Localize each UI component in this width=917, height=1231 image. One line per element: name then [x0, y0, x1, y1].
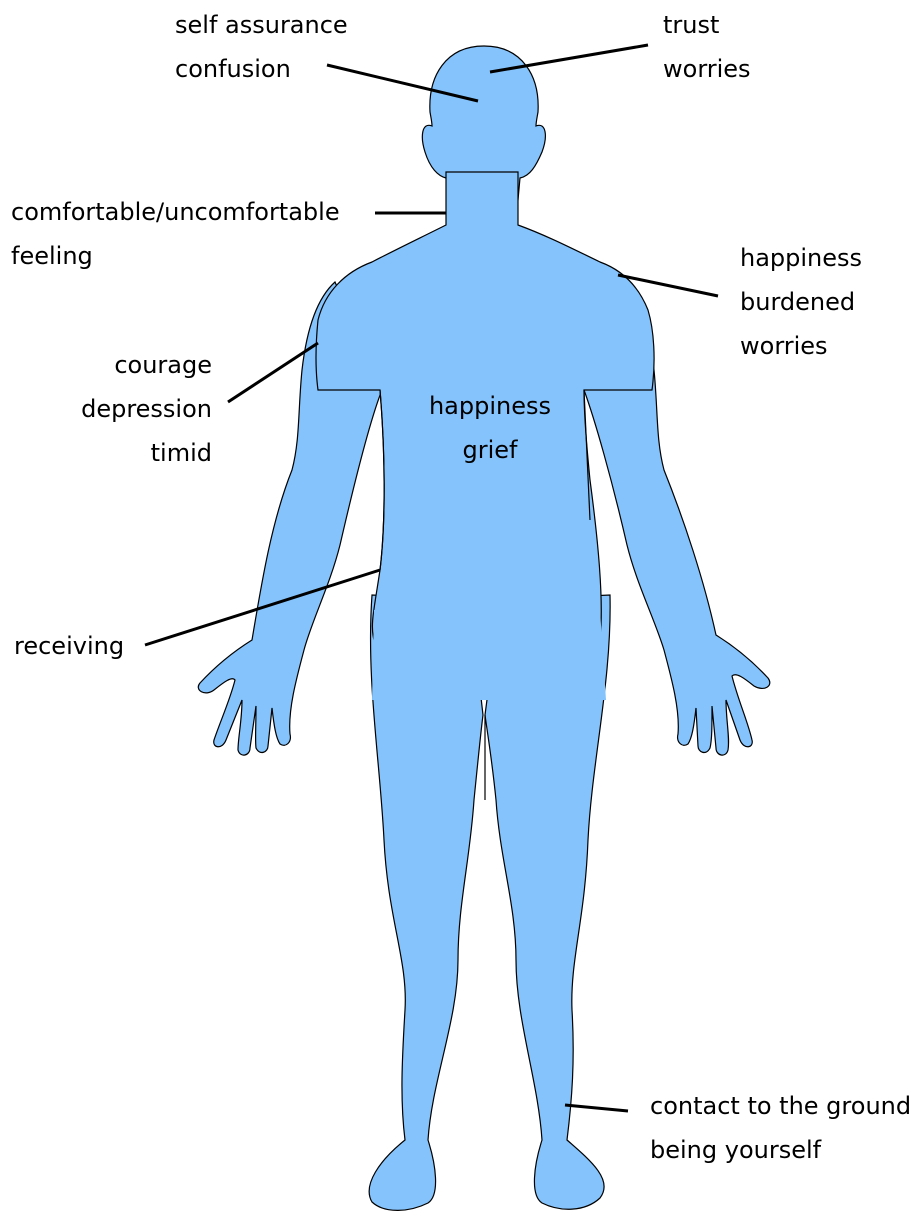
label-chest-line-2: grief	[405, 428, 575, 472]
label-head-left: self assurance confusion	[175, 3, 348, 91]
label-head-right-line-1: trust	[663, 3, 751, 47]
label-chest-line-1: happiness	[405, 384, 575, 428]
label-hand-line-1: receiving	[14, 624, 124, 668]
label-hand: receiving	[14, 624, 124, 668]
label-shoulder-line-1: happiness	[740, 236, 862, 280]
hips	[372, 610, 606, 700]
label-shoulder-line-3: worries	[740, 324, 862, 368]
label-upper-arm-line-1: courage	[62, 343, 212, 387]
label-neck: comfortable/uncomfortable feeling	[11, 190, 340, 278]
label-neck-line-1: comfortable/uncomfortable	[11, 190, 340, 234]
label-ankle-line-1: contact to the ground	[650, 1084, 911, 1128]
label-ankle-line-2: being yourself	[650, 1128, 911, 1172]
label-upper-arm: courage depression timid	[62, 343, 212, 475]
label-upper-arm-line-3: timid	[62, 431, 212, 475]
leader-ankle	[565, 1105, 628, 1111]
label-shoulder: happiness burdened worries	[740, 236, 862, 368]
label-head-right-line-2: worries	[663, 47, 751, 91]
label-ankle: contact to the ground being yourself	[650, 1084, 911, 1172]
label-head-left-line-2: confusion	[175, 47, 348, 91]
label-shoulder-line-2: burdened	[740, 280, 862, 324]
label-head-right: trust worries	[663, 3, 751, 91]
label-head-left-line-1: self assurance	[175, 3, 348, 47]
label-neck-line-2: feeling	[11, 234, 340, 278]
label-upper-arm-line-2: depression	[62, 387, 212, 431]
label-chest: happiness grief	[405, 384, 575, 472]
